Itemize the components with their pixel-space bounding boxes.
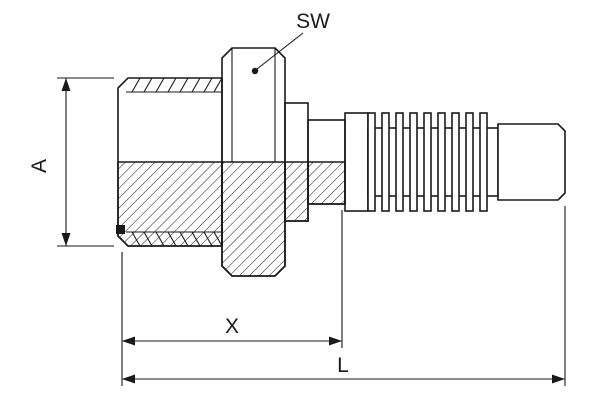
dimension-x: X [121, 210, 343, 386]
section-hatching [117, 161, 346, 277]
dim-a-label: A [28, 159, 51, 173]
dim-l-label: L [337, 354, 349, 377]
barb-collar [344, 112, 369, 212]
sw-label: SW [296, 10, 330, 33]
thread-lines [126, 77, 223, 247]
hose-tail-end [497, 123, 566, 201]
hose-barbs [367, 112, 499, 212]
hex-nut [221, 47, 286, 277]
dim-x-label: X [225, 315, 239, 338]
dimension-a: A [28, 77, 114, 247]
dimension-l: L [122, 206, 566, 386]
sw-callout: SW [251, 10, 330, 75]
seal-detail [116, 225, 125, 234]
sw-leader-dot [251, 67, 259, 75]
hex-nut-flat-edges [231, 48, 276, 162]
